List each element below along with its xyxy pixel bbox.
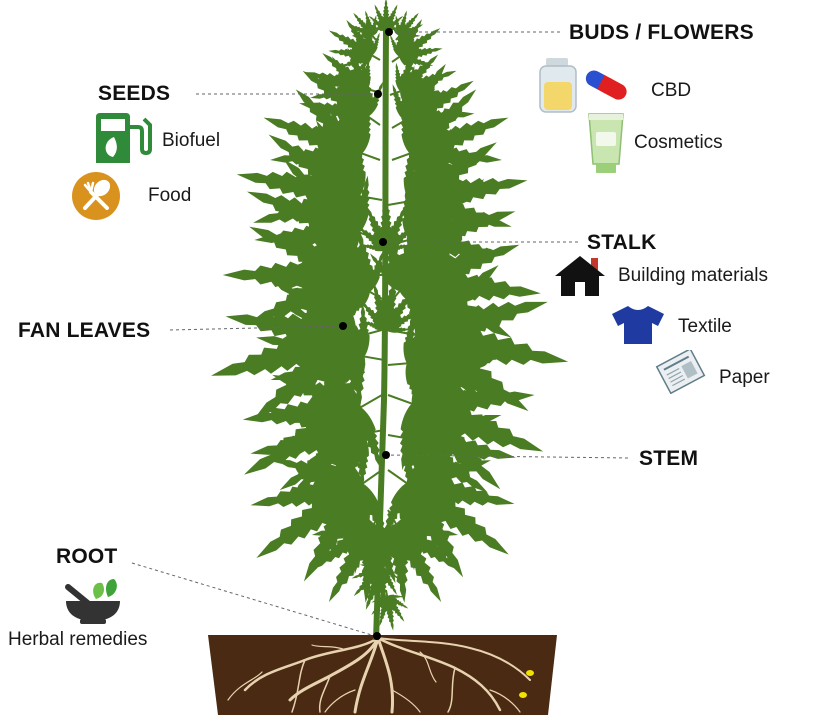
- label-stem: STEM: [639, 447, 698, 471]
- use-biofuel: Biofuel: [162, 130, 220, 152]
- seed: [519, 692, 527, 698]
- label-buds-flowers: BUDS / FLOWERS: [569, 21, 754, 45]
- use-food: Food: [148, 185, 191, 207]
- spoon-fork-icon: [71, 171, 121, 221]
- cbd-jar-and-capsule-icon: [538, 58, 638, 114]
- label-seeds: SEEDS: [98, 82, 170, 106]
- use-paper: Paper: [719, 367, 770, 389]
- use-textile: Textile: [678, 316, 732, 338]
- leaf-petiole: [388, 470, 406, 483]
- leaf-petiole: [365, 357, 384, 360]
- leaf-petiole: [372, 56, 380, 61]
- use-cosmetics: Cosmetics: [634, 132, 723, 154]
- leaf-petiole: [386, 590, 387, 596]
- leaf-petiole: [388, 395, 412, 404]
- label-stalk: STALK: [587, 231, 656, 255]
- house-icon: [553, 254, 607, 298]
- t-shirt-icon: [610, 304, 666, 346]
- leaf-petiole: [388, 363, 407, 365]
- leaf-petiole: [392, 57, 399, 62]
- newspaper-icon: [654, 350, 708, 394]
- leaf-petiole: [362, 154, 380, 160]
- label-root: ROOT: [56, 545, 117, 569]
- cosmetic-tube-icon: [586, 112, 626, 174]
- mortar-pestle-leaf-icon: [62, 575, 126, 625]
- label-fan-leaves: FAN LEAVES: [18, 319, 150, 343]
- leaf-petiole: [373, 36, 376, 40]
- seed: [526, 670, 534, 676]
- fuel-pump-leaf-icon: [92, 111, 154, 165]
- leaf-petiole: [392, 154, 410, 160]
- use-cbd: CBD: [651, 80, 691, 102]
- use-building-materials: Building materials: [618, 265, 768, 287]
- leaf-petiole: [361, 395, 382, 407]
- use-herbal-remedies: Herbal remedies: [8, 629, 147, 651]
